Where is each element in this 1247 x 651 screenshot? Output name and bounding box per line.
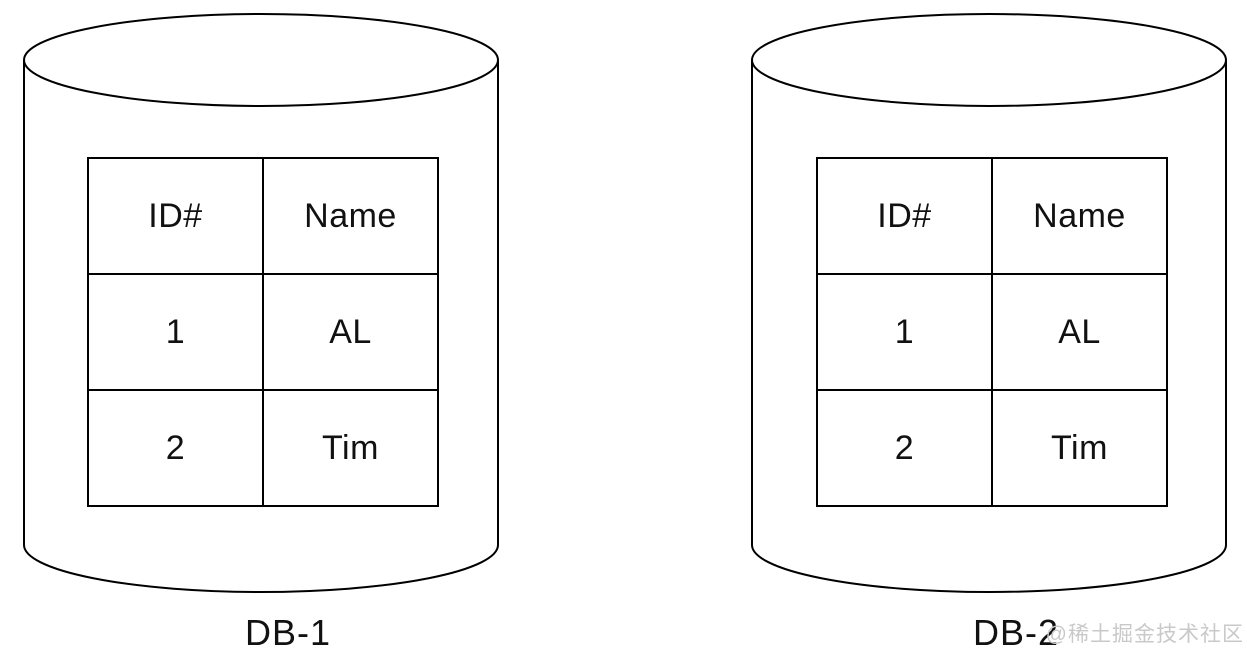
table-cell: Tim	[991, 389, 1168, 507]
table-row: 2 Tim	[816, 389, 1168, 507]
table-header-row: ID# Name	[87, 157, 439, 275]
table-row: 2 Tim	[87, 389, 439, 507]
table-cell: 1	[816, 273, 993, 391]
table-header-row: ID# Name	[816, 157, 1168, 275]
table-cell: 1	[87, 273, 264, 391]
table-cell: 2	[87, 389, 264, 507]
records-table: ID# Name 1 AL 2 Tim	[816, 157, 1168, 507]
table-cell: 2	[816, 389, 993, 507]
table-cell: Tim	[262, 389, 439, 507]
db-label: DB-2	[972, 612, 1060, 651]
table-header-cell: Name	[991, 157, 1168, 275]
cylinder-top-ellipse	[751, 13, 1227, 107]
db-label: DB-1	[244, 612, 332, 651]
cylinder-top-ellipse	[23, 13, 499, 107]
database-db1: ID# Name 1 AL 2 Tim DB-1	[22, 12, 500, 651]
watermark: @稀土掘金技术社区	[1045, 623, 1244, 646]
table-row: 1 AL	[87, 273, 439, 391]
table-header-cell: ID#	[816, 157, 993, 275]
table-cell: AL	[262, 273, 439, 391]
table-row: 1 AL	[816, 273, 1168, 391]
table-header-cell: ID#	[87, 157, 264, 275]
database-db2: ID# Name 1 AL 2 Tim DB-2	[750, 12, 1228, 651]
table-header-cell: Name	[262, 157, 439, 275]
records-table: ID# Name 1 AL 2 Tim	[87, 157, 439, 507]
table-cell: AL	[991, 273, 1168, 391]
